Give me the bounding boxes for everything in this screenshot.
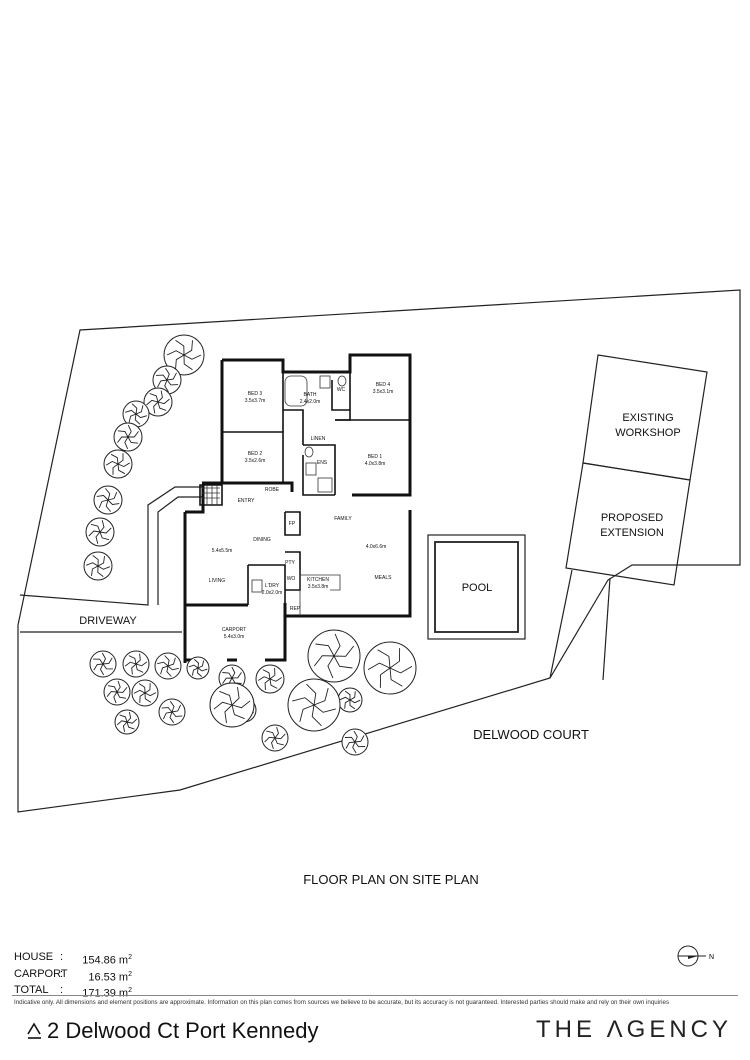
room-kitchen: KITCHEN — [307, 577, 329, 583]
room-pty: PTY — [285, 560, 295, 566]
tree-icon — [103, 678, 131, 706]
area-colon: : — [60, 984, 64, 997]
tree-icon — [143, 387, 173, 417]
room-bed3-dim: 3.5x3.7m — [245, 398, 266, 404]
tree-icon — [103, 449, 133, 479]
property-address: 2 Delwood Ct Port Kennedy — [47, 1018, 319, 1043]
tree-icon — [287, 678, 341, 732]
area-summary: HOUSE: 154.86 m2 CARPORT: 16.53 m2 TOTAL: 171… — [14, 951, 132, 1001]
existing-workshop-label-1: EXISTING — [622, 412, 673, 424]
tree-icon — [255, 664, 285, 694]
room-ens: ENS — [317, 460, 328, 466]
room-fp: FP — [289, 521, 296, 527]
proposed-extension-label-1: PROPOSED — [601, 512, 663, 524]
area-value: 16.53 m2 — [88, 970, 132, 984]
proposed-extension-label-2: EXTENSION — [600, 527, 664, 539]
trees — [83, 334, 417, 756]
tree-icon — [93, 485, 123, 515]
footer-divider — [12, 995, 738, 996]
lane-right — [602, 577, 611, 681]
room-bed2-dim: 3.5x2.6m — [245, 458, 266, 464]
driveway-label: DRIVEWAY — [79, 615, 137, 627]
room-bed4-dim: 3.5x3.1m — [373, 389, 394, 395]
house — [183, 353, 412, 663]
area-value: 171.39 m2 — [82, 987, 132, 1000]
disclaimer: Indicative only. All dimensions and elem… — [14, 999, 670, 1006]
room-linen: LINEN — [311, 436, 326, 442]
area-colon: : — [60, 951, 64, 963]
tree-icon — [122, 650, 150, 678]
area-name: CARPORT — [14, 967, 68, 980]
room-rep: REP — [290, 606, 301, 612]
room-living-dim: 5.4x5.5m — [212, 548, 233, 554]
room-ldry: L'DRY — [265, 583, 280, 589]
tree-icon — [83, 551, 113, 581]
pool-outer — [427, 534, 526, 640]
room-wc: WC — [337, 387, 346, 393]
room-bath: BATH — [304, 392, 317, 398]
room-wo: WO — [287, 576, 296, 582]
site-boundary — [17, 289, 741, 813]
tree-icon — [363, 641, 417, 695]
driveway-edge — [19, 486, 202, 606]
tree-icon — [307, 629, 361, 683]
north-arrow-icon: N — [677, 945, 714, 967]
room-entry: ENTRY — [238, 498, 256, 504]
room-living: LIVING — [209, 578, 226, 584]
area-name: HOUSE — [14, 951, 54, 963]
area-name: TOTAL — [14, 984, 49, 997]
room-kitchen-dim: 3.5x3.8m — [308, 584, 329, 590]
tree-icon — [154, 652, 182, 680]
room-bed1: BED 1 — [368, 454, 383, 460]
room-bath-dim: 2.4x2.0m — [300, 399, 321, 405]
room-robe: ROBE — [265, 487, 280, 493]
tree-icon — [114, 709, 140, 735]
tree-icon — [337, 687, 363, 713]
tree-icon — [85, 517, 115, 547]
room-bed1-dim: 4.0x3.8m — [365, 461, 386, 467]
tree-icon — [113, 422, 143, 452]
room-bed2: BED 2 — [248, 451, 263, 457]
tree-icon — [261, 724, 289, 752]
driveway-edge-inner — [157, 496, 202, 605]
pool-inner — [434, 541, 519, 633]
room-meals: MEALS — [375, 575, 393, 581]
room-ldry-dim: 2.0x2.0m — [262, 590, 283, 596]
area-row: TOTAL: 171.39 m2 — [14, 984, 132, 1001]
compass-letter: N — [709, 954, 714, 961]
area-colon: : — [60, 967, 64, 980]
room-carport: CARPORT — [222, 627, 246, 633]
tree-icon — [152, 365, 182, 395]
delwood-court-label: DELWOOD COURT — [473, 727, 589, 742]
lane-left — [549, 569, 573, 679]
room-family: FAMILY — [334, 516, 352, 522]
pool-label: POOL — [462, 582, 493, 594]
tree-icon — [186, 656, 210, 680]
tree-icon — [89, 650, 117, 678]
room-bed4: BED 4 — [376, 382, 391, 388]
room-bed3: BED 3 — [248, 391, 263, 397]
plan-title: FLOOR PLAN ON SITE PLAN — [303, 872, 479, 887]
agency-logo: THE ΛGENCY — [535, 1016, 732, 1043]
room-dining: DINING — [253, 537, 271, 543]
tree-icon — [158, 698, 186, 726]
room-meals-dim: 4.0x6.6m — [366, 544, 387, 550]
tree-icon — [131, 679, 159, 707]
tree-icon — [341, 728, 369, 756]
area-row: HOUSE: 154.86 m2 — [14, 951, 132, 968]
tree-icon — [163, 334, 205, 376]
existing-workshop-label-2: WORKSHOP — [615, 427, 680, 439]
area-value: 154.86 m2 — [82, 954, 132, 967]
proposed-extension — [565, 462, 691, 586]
room-carport-dim: 5.4x3.0m — [224, 634, 245, 640]
tree-icon — [209, 682, 255, 728]
area-row: CARPORT: 16.53 m2 — [14, 968, 132, 985]
agency-mark-icon — [27, 1022, 41, 1039]
